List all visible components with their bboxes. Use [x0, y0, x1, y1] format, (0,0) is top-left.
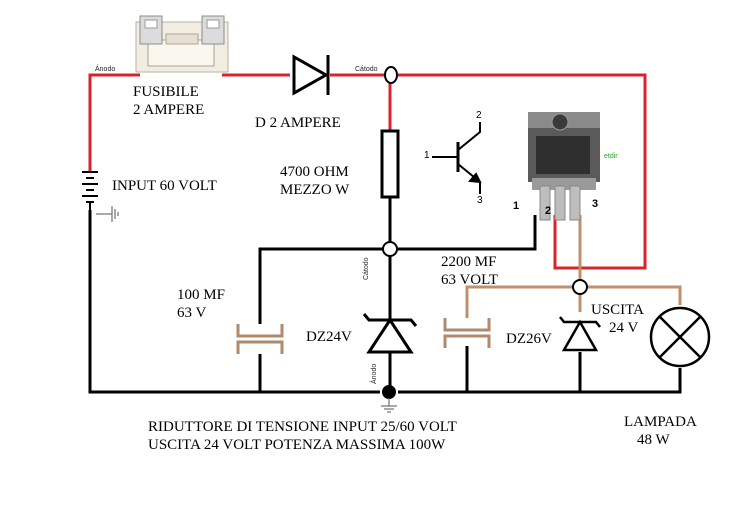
diode-symbol	[292, 54, 330, 96]
input-voltage-label: INPUT 60 VOLT	[112, 178, 217, 194]
cap2-label: 2200 MF 63 VOLT	[441, 254, 499, 288]
transistor-package-image	[528, 112, 600, 221]
zener2-label: DZ26V	[506, 331, 552, 347]
resistor-label: 4700 OHM MEZZO W	[280, 164, 350, 198]
black-wires	[88, 198, 682, 394]
catodo-vertical-label: Cátodo	[363, 257, 370, 280]
junction-node	[384, 66, 398, 84]
junctions	[382, 66, 588, 399]
ground-icon	[96, 206, 119, 222]
capacitor-100mf-symbol	[236, 324, 284, 354]
zener-dz26v-symbol	[559, 316, 601, 352]
junction-node	[382, 385, 396, 399]
battery-symbol	[82, 171, 98, 212]
package-pin-2-label: 2	[545, 205, 552, 217]
brown-wires	[465, 215, 682, 318]
main-ground-icon	[381, 398, 397, 413]
footer-description: RIDUTTORE DI TENSIONE INPUT 25/60 VOLT U…	[148, 419, 457, 453]
transistor-symbol	[432, 122, 482, 194]
resistor-symbol	[380, 129, 400, 199]
package-marking: etdir	[604, 153, 618, 160]
zener-dz24v-symbol	[362, 313, 418, 354]
junction-node	[382, 241, 398, 257]
lamp-label: LAMPADA 48 W	[624, 414, 697, 448]
zener1-label: DZ24V	[306, 329, 352, 345]
diode-label: D 2 AMPERE	[255, 115, 341, 131]
capacitor-2200mf-symbol	[443, 318, 491, 348]
cap1-label: 100 MF 63 V	[177, 287, 225, 321]
lamp-symbol	[649, 306, 711, 368]
catodo-label: Cátodo	[355, 66, 378, 73]
transistor-pin-1-label: 1	[424, 150, 430, 161]
transistor-pin-3-label: 3	[477, 195, 483, 206]
fuse-label: FUSIBILE 2 AMPERE	[133, 84, 205, 118]
red-wires	[88, 73, 647, 270]
anodo-label: Ánodo	[95, 66, 116, 73]
package-pin-1-label: 1	[513, 200, 520, 212]
junction-node	[572, 279, 588, 295]
fuse-holder-image	[135, 15, 229, 73]
package-pin-3-label: 3	[592, 198, 599, 210]
transistor-pin-2-label: 2	[476, 110, 482, 121]
anodo-vertical-label: Ánodo	[371, 363, 378, 384]
output-label: USCITA 24 V	[591, 302, 644, 336]
